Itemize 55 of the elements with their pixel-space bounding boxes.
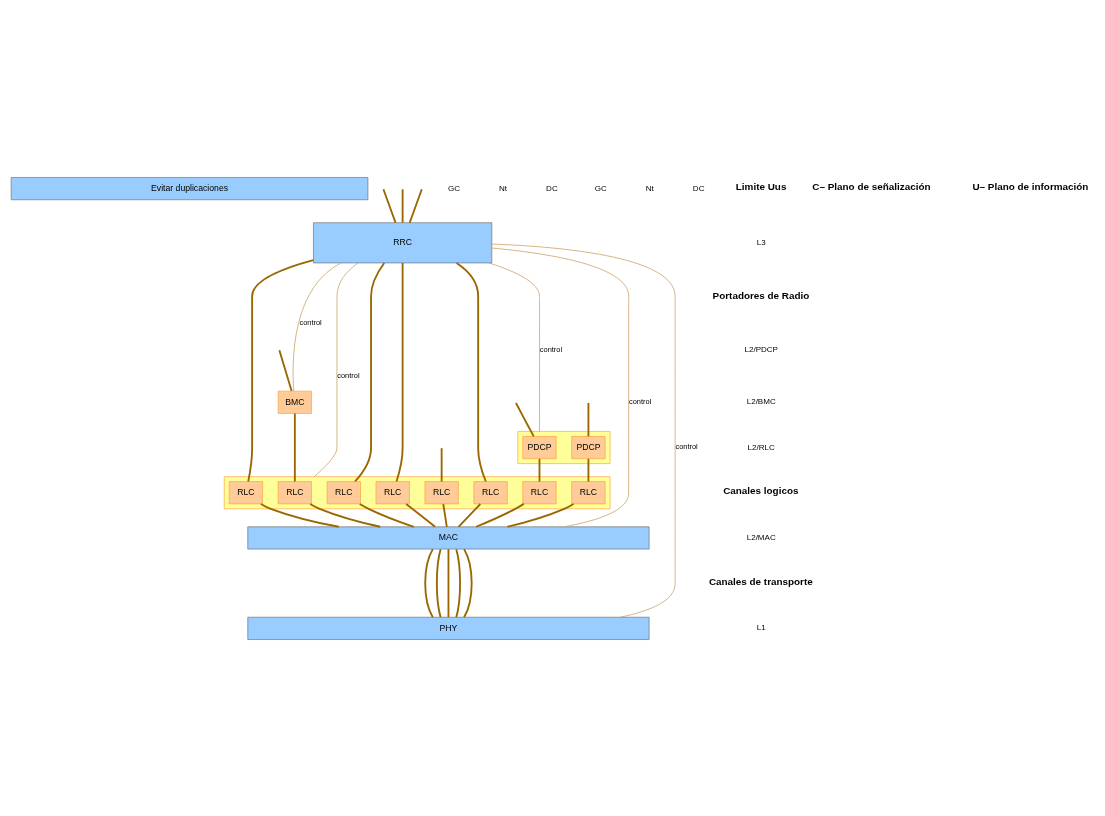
label: Canales de transporte xyxy=(708,575,813,587)
node-box: RLC xyxy=(473,480,508,504)
connector xyxy=(395,261,404,482)
connector xyxy=(401,187,404,224)
node-box: BMC xyxy=(277,390,312,414)
node-box: MAC xyxy=(247,526,650,549)
node-box: Evitar duplicaciones xyxy=(10,176,369,200)
node-box: RLC xyxy=(424,480,459,504)
connector xyxy=(475,502,525,528)
cluster xyxy=(517,430,611,464)
connector xyxy=(278,348,293,392)
node-box: RLC xyxy=(375,480,410,504)
connector xyxy=(313,262,359,477)
node-box: RLC xyxy=(522,480,557,504)
connector xyxy=(538,457,541,482)
connector xyxy=(309,502,382,528)
connector xyxy=(457,502,482,528)
connector xyxy=(463,547,473,618)
connector xyxy=(455,261,487,482)
node-box: PHY xyxy=(247,616,650,640)
connector xyxy=(488,262,540,432)
label: Canales logicos xyxy=(723,484,799,496)
connector xyxy=(382,187,397,224)
connector xyxy=(442,502,448,528)
node-box: RLC xyxy=(326,480,361,504)
node-box: PDCP xyxy=(571,435,606,459)
label: U– Plano de información xyxy=(972,180,1089,192)
node-box: RLC xyxy=(228,480,263,504)
connector xyxy=(515,401,535,437)
connector xyxy=(292,262,342,391)
connector xyxy=(259,502,340,528)
connector xyxy=(424,547,434,618)
connector xyxy=(506,502,575,528)
connector xyxy=(587,457,590,482)
label: Limite Uus xyxy=(735,180,787,192)
connector xyxy=(491,243,676,618)
node-box: RLC xyxy=(571,480,606,504)
node-box: RRC xyxy=(313,221,493,263)
connector xyxy=(293,412,296,482)
connector xyxy=(405,502,436,528)
connector xyxy=(358,502,415,528)
connector xyxy=(247,258,315,482)
connector xyxy=(447,547,450,618)
label: C– Plano de señalización xyxy=(812,180,931,192)
label: Portadores de Radio xyxy=(712,289,810,301)
connector xyxy=(440,446,443,482)
connector xyxy=(408,187,423,224)
connector xyxy=(587,401,590,437)
connector xyxy=(435,547,442,618)
connector xyxy=(491,247,630,527)
cluster xyxy=(223,475,611,509)
connector xyxy=(455,547,461,618)
connector xyxy=(354,261,386,482)
node-box: RLC xyxy=(277,480,312,504)
node-box: PDCP xyxy=(522,435,557,459)
